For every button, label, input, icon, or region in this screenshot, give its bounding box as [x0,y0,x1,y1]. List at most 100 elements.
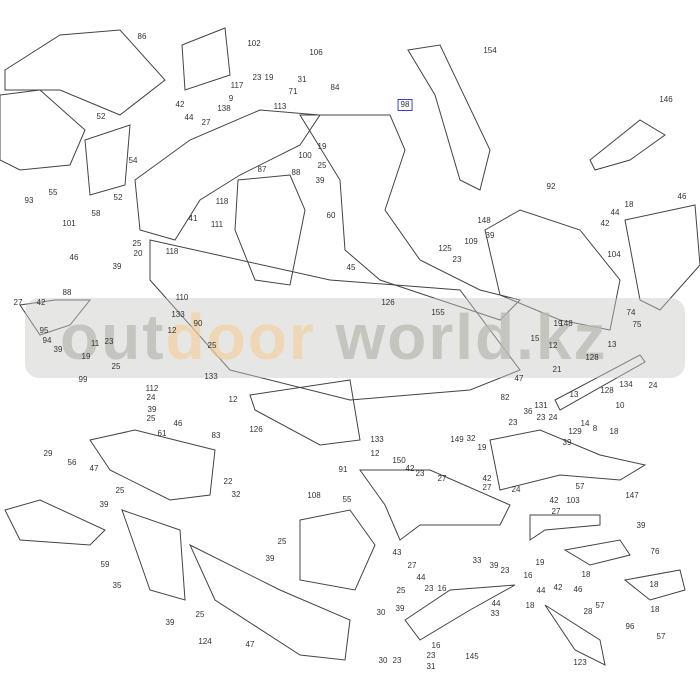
part-callout-128[interactable]: 128 [585,353,599,362]
part-callout-134[interactable]: 134 [619,380,633,389]
part-callout-55[interactable]: 55 [342,495,352,504]
part-callout-44[interactable]: 44 [536,586,546,595]
part-callout-41[interactable]: 41 [188,214,198,223]
part-callout-23[interactable]: 23 [415,469,425,478]
part-callout-25[interactable]: 25 [277,537,287,546]
part-callout-106[interactable]: 106 [309,48,323,57]
part-callout-31[interactable]: 31 [426,662,436,671]
part-callout-149[interactable]: 149 [450,435,464,444]
part-callout-75[interactable]: 75 [632,320,642,329]
part-callout-43[interactable]: 43 [392,548,402,557]
part-callout-19[interactable]: 19 [477,443,487,452]
part-callout-87[interactable]: 87 [257,165,267,174]
part-callout-16[interactable]: 16 [523,571,533,580]
part-callout-27[interactable]: 27 [201,118,211,127]
part-callout-148[interactable]: 148 [477,216,491,225]
part-callout-25[interactable]: 25 [111,362,121,371]
part-callout-39[interactable]: 39 [112,262,122,271]
part-callout-86[interactable]: 86 [137,32,147,41]
part-callout-124[interactable]: 124 [198,637,212,646]
part-callout-21[interactable]: 21 [552,365,562,374]
part-callout-113[interactable]: 113 [273,102,287,111]
part-callout-133[interactable]: 133 [370,435,384,444]
part-callout-146[interactable]: 146 [659,95,673,104]
part-callout-23[interactable]: 23 [392,656,402,665]
part-callout-23[interactable]: 23 [536,413,546,422]
part-callout-118[interactable]: 118 [215,197,229,206]
part-callout-129[interactable]: 129 [568,427,582,436]
part-callout-39[interactable]: 39 [636,521,646,530]
part-callout-52[interactable]: 52 [96,112,106,121]
part-callout-88[interactable]: 88 [62,288,72,297]
part-callout-12[interactable]: 12 [167,326,177,335]
part-callout-10[interactable]: 10 [615,401,625,410]
part-callout-32[interactable]: 32 [466,434,476,443]
part-callout-74[interactable]: 74 [626,308,636,317]
part-callout-57[interactable]: 57 [575,482,585,491]
part-callout-30[interactable]: 30 [378,656,388,665]
part-callout-47[interactable]: 47 [89,464,99,473]
part-callout-16[interactable]: 16 [431,641,441,650]
part-callout-45[interactable]: 45 [346,263,356,272]
part-callout-100[interactable]: 100 [298,151,312,160]
part-callout-44[interactable]: 44 [184,113,194,122]
part-callout-33[interactable]: 33 [490,609,500,618]
part-callout-126[interactable]: 126 [249,425,263,434]
part-callout-98[interactable]: 98 [397,99,413,111]
part-callout-23[interactable]: 23 [426,651,436,660]
part-callout-131[interactable]: 131 [534,401,548,410]
part-callout-110[interactable]: 110 [175,293,189,302]
part-callout-27[interactable]: 27 [482,483,492,492]
part-callout-102[interactable]: 102 [247,39,261,48]
part-callout-82[interactable]: 82 [500,393,510,402]
part-callout-14[interactable]: 14 [580,419,590,428]
part-callout-55[interactable]: 55 [48,188,58,197]
part-callout-35[interactable]: 35 [112,581,122,590]
part-callout-13[interactable]: 13 [607,340,617,349]
part-callout-92[interactable]: 92 [546,182,556,191]
part-callout-39[interactable]: 39 [265,554,275,563]
part-callout-91[interactable]: 91 [338,465,348,474]
part-callout-93[interactable]: 93 [24,196,34,205]
part-callout-101[interactable]: 101 [62,219,76,228]
part-callout-27[interactable]: 27 [407,561,417,570]
part-callout-27[interactable]: 27 [437,474,447,483]
part-callout-30[interactable]: 30 [376,608,386,617]
part-callout-42[interactable]: 42 [482,474,492,483]
part-callout-59[interactable]: 59 [100,560,110,569]
part-callout-76[interactable]: 76 [650,547,660,556]
part-callout-95[interactable]: 95 [39,326,49,335]
part-callout-133[interactable]: 133 [171,310,185,319]
part-callout-117[interactable]: 117 [230,81,244,90]
part-callout-39[interactable]: 39 [53,345,63,354]
part-callout-57[interactable]: 57 [656,632,666,641]
part-callout-155[interactable]: 155 [431,308,445,317]
part-callout-23[interactable]: 23 [424,584,434,593]
part-callout-25[interactable]: 25 [146,414,156,423]
part-callout-145[interactable]: 145 [465,652,479,661]
part-callout-25[interactable]: 25 [207,341,217,350]
part-callout-23[interactable]: 23 [252,73,262,82]
part-callout-39[interactable]: 39 [489,561,499,570]
part-callout-39[interactable]: 39 [395,604,405,613]
part-callout-46[interactable]: 46 [573,585,583,594]
part-callout-31[interactable]: 31 [297,75,307,84]
part-callout-61[interactable]: 61 [157,429,167,438]
part-callout-42[interactable]: 42 [405,464,415,473]
part-callout-29[interactable]: 29 [43,449,53,458]
part-callout-24[interactable]: 24 [146,393,156,402]
part-callout-71[interactable]: 71 [288,87,298,96]
part-callout-28[interactable]: 28 [583,607,593,616]
part-callout-103[interactable]: 103 [566,496,580,505]
part-callout-148[interactable]: 148 [559,319,573,328]
part-callout-42[interactable]: 42 [600,219,610,228]
part-callout-24[interactable]: 24 [511,485,521,494]
part-callout-44[interactable]: 44 [610,208,620,217]
part-callout-96[interactable]: 96 [625,622,635,631]
part-callout-126[interactable]: 126 [381,298,395,307]
part-callout-19[interactable]: 19 [317,142,327,151]
part-callout-39[interactable]: 39 [485,231,495,240]
part-callout-24[interactable]: 24 [648,381,658,390]
part-callout-60[interactable]: 60 [326,211,336,220]
part-callout-22[interactable]: 22 [223,477,233,486]
